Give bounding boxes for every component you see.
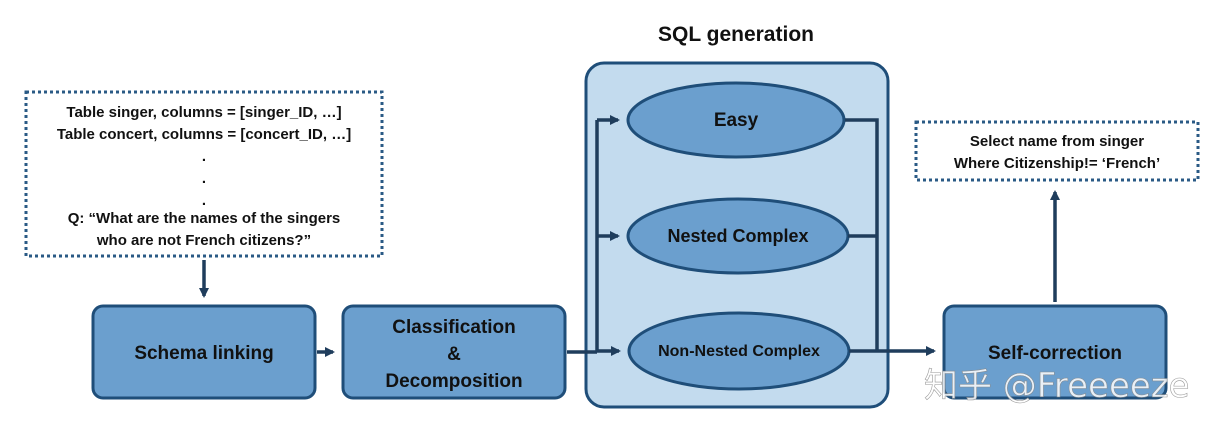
watermark: 知乎 @Freeeeze xyxy=(924,366,1190,406)
schema-linking-box xyxy=(91,304,317,400)
input-line-1: Table singer, columns = [singer_ID, …] xyxy=(66,104,341,121)
self-correction-box xyxy=(942,304,1168,400)
output-line-2: Where Citizenship!= ‘French’ xyxy=(954,155,1160,172)
classification-box xyxy=(341,304,567,400)
non-nested-complex-label: Non-Nested Complex xyxy=(658,343,820,360)
output-line-1: Select name from singer xyxy=(970,133,1144,150)
input-ellipsis-3: . xyxy=(202,192,206,209)
schema-linking-label: Schema linking xyxy=(134,343,273,364)
easy-class-ellipse xyxy=(626,81,846,159)
input-ellipsis-2: . xyxy=(202,170,206,187)
classification-label-line-1: Classification xyxy=(392,317,516,338)
input-question-line-2: who are not French citizens?” xyxy=(96,232,311,249)
self-correction-label: Self-correction xyxy=(988,343,1122,364)
input-context-box xyxy=(24,90,384,258)
input-ellipsis-1: . xyxy=(202,148,206,165)
nested-complex-label: Nested Complex xyxy=(667,226,808,246)
classification-label-line-2: & xyxy=(447,344,461,365)
input-question-line-1: Q: “What are the names of the singers xyxy=(68,210,341,227)
diagram-title: SQL generation xyxy=(658,23,814,46)
input-line-2: Table concert, columns = [concert_ID, …] xyxy=(57,126,351,143)
connector-merge-bus xyxy=(845,118,879,351)
easy-class-label: Easy xyxy=(714,110,759,131)
output-sql-box xyxy=(914,120,1200,182)
classification-label-line-3: Decomposition xyxy=(385,371,522,392)
